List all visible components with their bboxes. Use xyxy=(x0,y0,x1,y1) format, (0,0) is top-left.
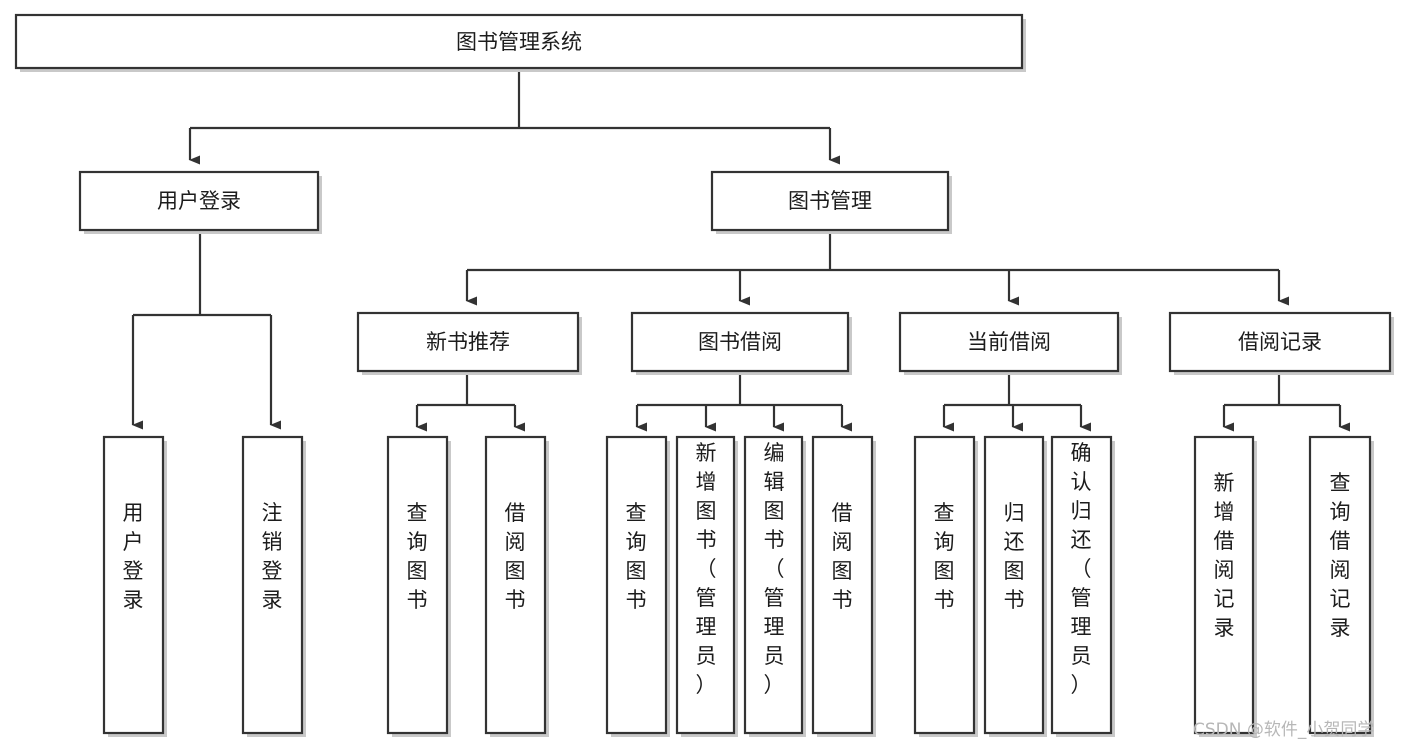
node-book-manage-box[interactable] xyxy=(710,170,950,232)
leaf-new-book-2-box[interactable] xyxy=(484,435,547,735)
leaf-borrow-record-2[interactable]: 查询借阅记录 xyxy=(1308,435,1374,737)
leaf-user-login-2-label: 注销登录 xyxy=(262,501,283,612)
leaf-book-borrow-2-box[interactable] xyxy=(675,435,736,735)
leaf-current-borrow-1-label: 查询图书 xyxy=(934,501,955,612)
leaf-user-login-2-box[interactable] xyxy=(241,435,304,735)
node-user-login-label: 用户登录 xyxy=(157,189,241,213)
leaf-new-book-1-box[interactable] xyxy=(386,435,449,735)
leaf-borrow-record-1[interactable]: 新增借阅记录 xyxy=(1193,435,1257,737)
leaf-user-login-1[interactable]: 用户登录 xyxy=(102,435,167,737)
leaf-user-login-2[interactable]: 注销登录 xyxy=(241,435,306,737)
node-current-borrow-box[interactable] xyxy=(898,311,1120,373)
node-borrow-record-label: 借阅记录 xyxy=(1238,330,1322,354)
node-book-borrow-box[interactable] xyxy=(630,311,850,373)
leaf-borrow-record-1-label: 新增借阅记录 xyxy=(1214,471,1235,640)
leaf-book-borrow-4-box[interactable] xyxy=(811,435,874,735)
leaf-new-book-2-label: 借阅图书 xyxy=(505,501,526,612)
node-new-book-recommend[interactable]: 新书推荐 xyxy=(356,311,582,375)
node-root-label: 图书管理系统 xyxy=(456,30,582,54)
node-root[interactable]: 图书管理系统 xyxy=(14,13,1026,72)
node-current-borrow[interactable]: 当前借阅 xyxy=(898,311,1122,375)
leaf-borrow-record-2-box[interactable] xyxy=(1308,435,1372,735)
node-current-borrow-label: 当前借阅 xyxy=(967,330,1051,354)
leaf-book-borrow-4-label: 借阅图书 xyxy=(832,501,853,612)
leaf-current-borrow-2-box[interactable] xyxy=(983,435,1045,735)
leaf-book-borrow-1[interactable]: 查询图书 xyxy=(605,435,670,737)
leaf-user-login-1-box[interactable] xyxy=(102,435,165,735)
node-book-manage[interactable]: 图书管理 xyxy=(710,170,952,234)
leaf-new-book-2[interactable]: 借阅图书 xyxy=(484,435,549,737)
leaf-borrow-record-1-box[interactable] xyxy=(1193,435,1255,735)
node-new-book-recommend-box[interactable] xyxy=(356,311,580,373)
leaf-book-borrow-3-box[interactable] xyxy=(743,435,804,735)
leaf-current-borrow-2-label: 归还图书 xyxy=(1004,501,1025,612)
watermark-label: CSDN @软件_小贺同学 xyxy=(1193,720,1374,740)
node-new-book-recommend-label: 新书推荐 xyxy=(426,330,510,354)
node-book-manage-label: 图书管理 xyxy=(788,189,872,213)
leaf-current-borrow-3[interactable]: 确认归还（管理员） xyxy=(1050,435,1115,737)
node-root-box[interactable] xyxy=(14,13,1024,70)
leaf-book-borrow-4[interactable]: 借阅图书 xyxy=(811,435,876,737)
leaf-current-borrow-1[interactable]: 查询图书 xyxy=(913,435,978,737)
node-borrow-record-box[interactable] xyxy=(1168,311,1392,373)
leaf-current-borrow-1-box[interactable] xyxy=(913,435,976,735)
leaf-user-login-1-label: 用户登录 xyxy=(123,501,144,612)
leaf-current-borrow-3-box[interactable] xyxy=(1050,435,1113,735)
node-user-login[interactable]: 用户登录 xyxy=(78,170,322,234)
leaf-borrow-record-2-label: 查询借阅记录 xyxy=(1330,471,1351,640)
leaf-book-borrow-2-label: 新增图书（管理员） xyxy=(696,441,717,697)
leaf-book-borrow-2[interactable]: 新增图书（管理员） xyxy=(675,435,738,737)
node-borrow-record[interactable]: 借阅记录 xyxy=(1168,311,1394,375)
node-book-borrow-label: 图书借阅 xyxy=(698,330,782,354)
connectors-layer xyxy=(131,68,1350,432)
leaf-book-borrow-3-label: 编辑图书（管理员） xyxy=(764,441,785,697)
leaf-book-borrow-1-box[interactable] xyxy=(605,435,668,735)
leaf-new-book-1-label: 查询图书 xyxy=(407,501,428,612)
node-user-login-box[interactable] xyxy=(78,170,320,232)
leaf-book-borrow-1-label: 查询图书 xyxy=(626,501,647,612)
leaf-new-book-1[interactable]: 查询图书 xyxy=(386,435,451,737)
leaf-book-borrow-3[interactable]: 编辑图书（管理员） xyxy=(743,435,806,737)
leaf-current-borrow-2[interactable]: 归还图书 xyxy=(983,435,1047,737)
node-book-borrow[interactable]: 图书借阅 xyxy=(630,311,852,375)
leaf-current-borrow-3-label: 确认归还（管理员） xyxy=(1071,441,1092,697)
